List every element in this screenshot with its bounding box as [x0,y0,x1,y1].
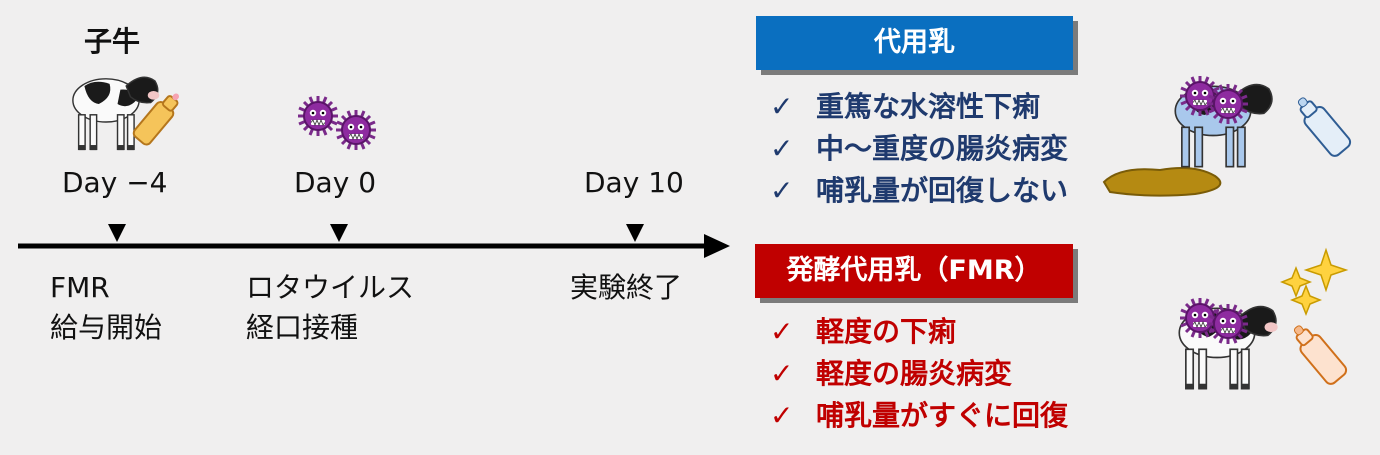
fmr-group-results: ✓ 軽度の下痢 ✓ 軽度の腸炎病変 ✓ 哺乳量がすぐに回復 [770,311,1068,437]
marker-day-0 [330,224,348,242]
result-text: 哺乳量が回復しない [816,174,1069,207]
result-item: ✓ 重篤な水溶性下痢 [770,86,1068,128]
result-text: 軽度の下痢 [816,315,957,348]
event-line: ロタウイルス [246,271,415,304]
result-text: 重篤な水溶性下痢 [816,90,1041,123]
check-icon: ✓ [770,357,794,390]
calf-label: 子牛 [84,25,141,58]
event-end: 実験終了 [570,268,682,308]
virus-icon [296,94,378,152]
milk-bottle-icon [1297,97,1352,157]
event-rotavirus: ロタウイルス 経口接種 [246,268,414,348]
event-line: FMR [50,271,110,304]
check-icon: ✓ [770,132,794,165]
fmr-group-banner: 発酵代用乳（FMR） [755,244,1073,298]
check-icon: ✓ [770,399,794,432]
control-group-banner: 代用乳 [756,16,1073,70]
result-item: ✓ 中～重度の腸炎病変 [770,128,1068,170]
day-label-minus4: Day −4 [62,166,168,199]
result-text: 哺乳量がすぐに回復 [816,399,1069,432]
timeline-arrowhead [704,234,730,258]
result-item: ✓ 軽度の腸炎病変 [770,353,1068,395]
milk-bottle-icon [1293,325,1348,385]
day-label-0: Day 0 [294,166,377,199]
event-line: 経口接種 [246,311,359,344]
result-item: ✓ 哺乳量が回復しない [770,170,1068,212]
milk-bottle-icon [132,93,180,146]
result-item: ✓ 軽度の下痢 [770,311,1068,353]
check-icon: ✓ [770,315,794,348]
event-line: 実験終了 [570,271,683,304]
result-text: 中～重度の腸炎病変 [816,132,1069,165]
check-icon: ✓ [770,174,794,207]
sparkle-icon [1279,247,1349,317]
diarrhea-puddle-icon [1102,167,1222,197]
result-text: 軽度の腸炎病変 [816,357,1013,390]
check-icon: ✓ [770,90,794,123]
day-label-10: Day 10 [584,166,684,199]
result-item: ✓ 哺乳量がすぐに回復 [770,395,1068,437]
control-group-results: ✓ 重篤な水溶性下痢 ✓ 中～重度の腸炎病変 ✓ 哺乳量が回復しない [770,86,1068,212]
marker-day-10 [626,224,644,242]
marker-day-minus4 [108,224,126,242]
event-line: 給与開始 [50,311,163,344]
event-fmr-start: FMR 給与開始 [50,268,162,348]
